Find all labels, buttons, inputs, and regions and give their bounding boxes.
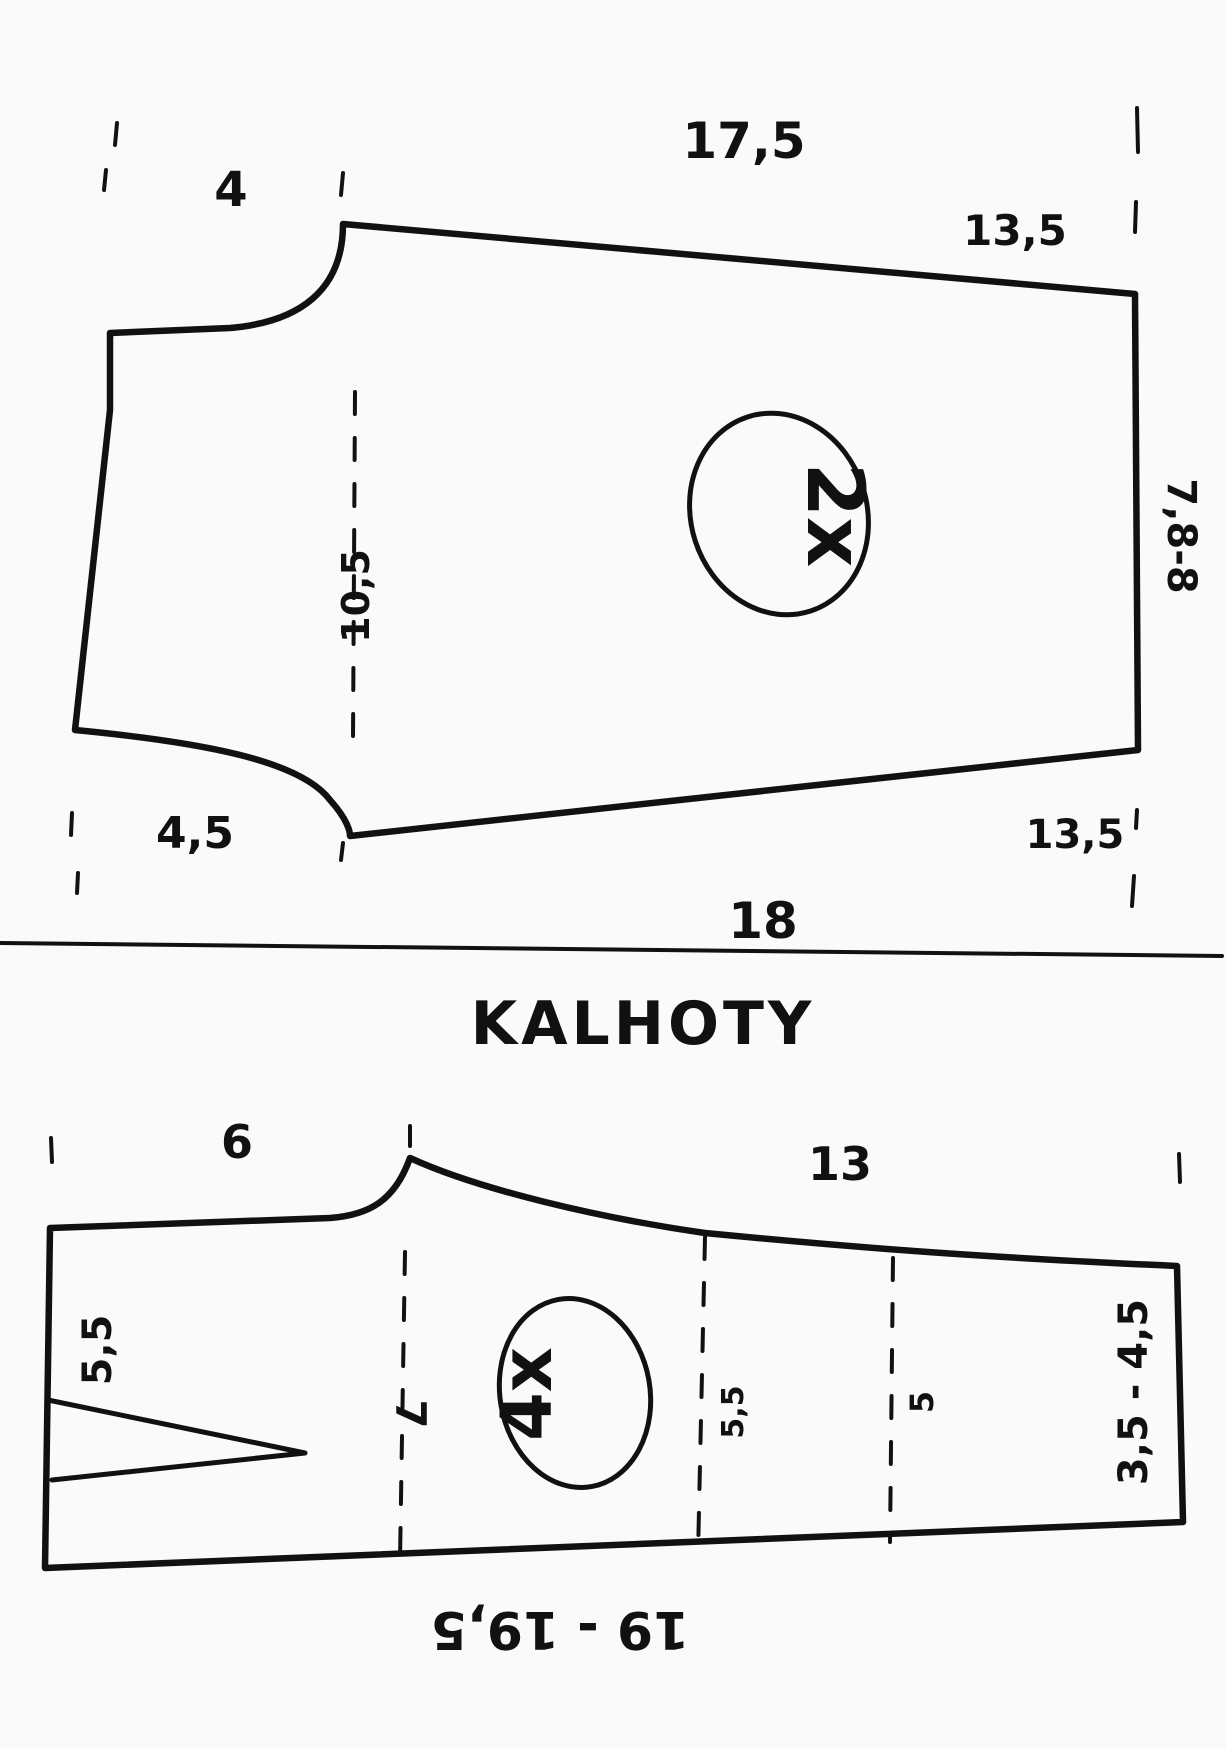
shirt-top-right-label: 13,5 [963,206,1067,255]
pants-dart-label: 5,5 [75,1315,121,1386]
shirt-top-left-label: 4 [214,162,247,218]
pants-thigh-dashed-line [696,1235,707,1557]
pants-knee-label: 5 [903,1391,941,1413]
shirt-top-total-label: 17,5 [682,112,805,170]
pants-title: KALHOTY [471,989,816,1059]
pants-thigh-label: 5,5 [716,1385,751,1438]
pants-crotch-label: 7 [386,1399,435,1428]
pants-tick [49,1136,54,1164]
shirt-tick [339,841,345,862]
pants-count-label: 4x [486,1347,568,1441]
pants-tick [1177,1152,1182,1184]
shirt-tick [113,121,119,147]
shirt-side-label: 7,8-8 [1158,478,1204,593]
pants-top-left-label: 6 [221,1115,253,1169]
pants-pattern: 6 13 5,5 7 5,5 5 3,5 - 4,5 19 - 19,5 4x [41,1115,1187,1659]
pants-knee-dashed-line [888,1256,895,1544]
shirt-count-oval [687,410,871,618]
shirt-pattern: 17,5 4 13,5 7,8-8 10,5 4,5 13,5 18 2x [69,106,1204,950]
pants-dart [45,1397,308,1483]
section-divider [0,941,1224,958]
shirt-tick [69,811,74,837]
pants-top-right-label: 13 [808,1137,872,1191]
shirt-tick [339,171,345,197]
shirt-tick [1130,874,1136,908]
pants-count-oval [496,1296,654,1490]
shirt-center-dashed-line [351,390,357,742]
pants-outline [41,1154,1187,1572]
shirt-bottom-left-label: 4,5 [156,808,234,859]
shirt-tick [1135,106,1140,154]
shirt-tick [102,168,108,192]
shirt-center-label: 10,5 [334,549,378,643]
pants-hem-label: 3,5 - 4,5 [1111,1299,1157,1485]
shirt-bottom-total-label: 18 [728,892,798,950]
shirt-bottom-right-label: 13,5 [1026,812,1125,858]
shirt-count-label: 2x [789,463,879,568]
pants-bottom-total-label: 19 - 19,5 [431,1599,689,1659]
shirt-outline [71,220,1142,840]
pants-crotch-dashed-line [398,1250,407,1562]
shirt-tick [1133,200,1138,234]
shirt-tick [1134,808,1139,830]
shirt-tick [75,871,80,895]
